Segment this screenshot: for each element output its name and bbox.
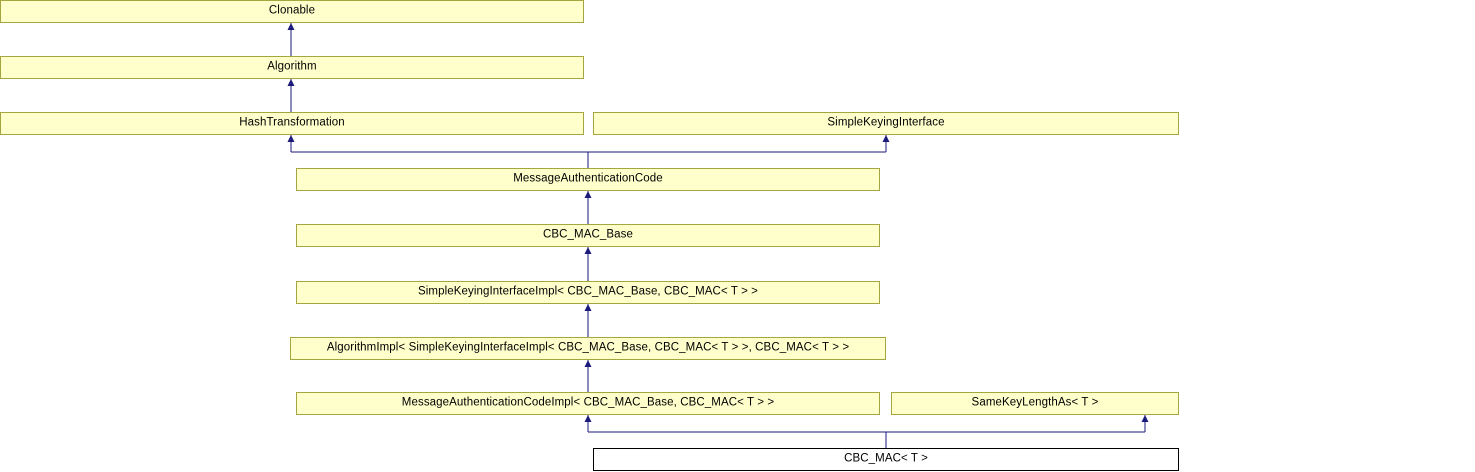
class-node-cbc-mac-base[interactable]: CBC_MAC_Base [296, 224, 880, 247]
class-node-algorithm-impl[interactable]: AlgorithmImpl< SimpleKeyingInterfaceImpl… [290, 337, 886, 360]
class-node-label: SimpleKeyingInterface [827, 116, 945, 129]
class-node-label: SimpleKeyingInterfaceImpl< CBC_MAC_Base,… [418, 285, 758, 298]
class-node-cbc-mac[interactable]: CBC_MAC< T > [593, 448, 1179, 471]
class-node-algorithm[interactable]: Algorithm [0, 56, 584, 79]
class-node-label: CBC_MAC< T > [844, 452, 928, 465]
class-node-same-key-length-as[interactable]: SameKeyLengthAs< T > [891, 392, 1179, 415]
class-node-label: Clonable [268, 4, 316, 17]
class-node-hash-transformation[interactable]: HashTransformation [0, 112, 584, 135]
class-node-simple-keying-interface[interactable]: SimpleKeyingInterface [593, 112, 1179, 135]
class-node-label: MessageAuthenticationCode [513, 172, 663, 185]
class-node-clonable[interactable]: Clonable [0, 0, 584, 23]
class-node-simple-keying-interface-impl[interactable]: SimpleKeyingInterfaceImpl< CBC_MAC_Base,… [296, 281, 880, 304]
class-node-message-authentication-code-impl[interactable]: MessageAuthenticationCodeImpl< CBC_MAC_B… [296, 392, 880, 415]
class-node-label: HashTransformation [239, 116, 345, 129]
class-node-label: Algorithm [267, 60, 317, 73]
class-node-label: SameKeyLengthAs< T > [971, 396, 1099, 409]
class-node-label: CBC_MAC_Base [542, 228, 634, 241]
class-node-message-authentication-code[interactable]: MessageAuthenticationCode [296, 168, 880, 191]
class-node-label: AlgorithmImpl< SimpleKeyingInterfaceImpl… [326, 341, 850, 354]
class-node-label: MessageAuthenticationCodeImpl< CBC_MAC_B… [401, 396, 775, 409]
